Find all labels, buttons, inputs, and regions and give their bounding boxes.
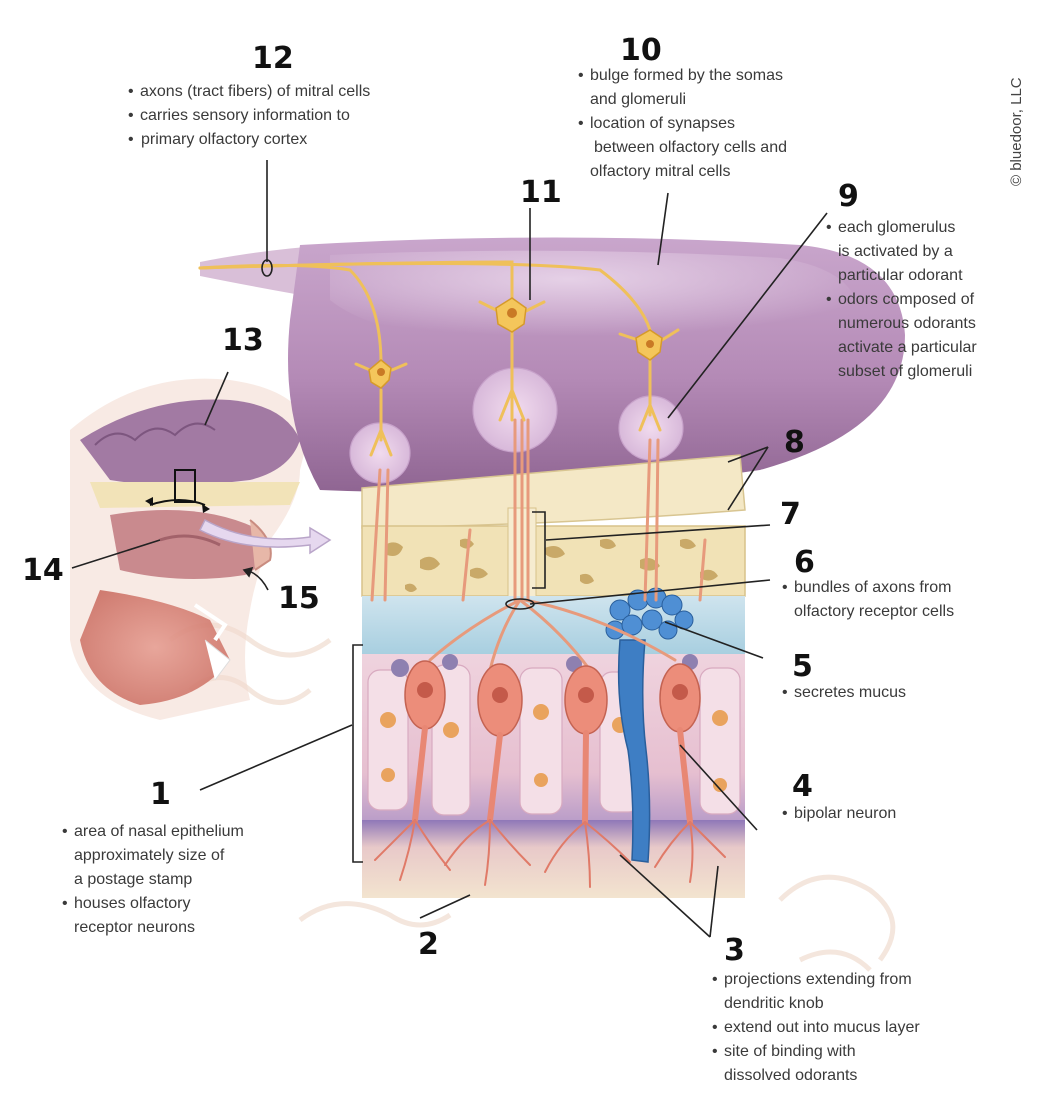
label-4-number: 4 — [792, 769, 813, 804]
mitral-cells — [198, 260, 680, 457]
label-13-number: 13 — [222, 323, 264, 358]
label-3-note: extend out into mucus layer — [712, 1016, 920, 1040]
label-9-number: 9 — [838, 179, 859, 214]
label-10-note-cont: olfactory mitral cells — [590, 163, 731, 180]
label-6-number: 6 — [794, 545, 815, 580]
label-10-note-cont: and glomeruli — [590, 91, 687, 108]
label-12-number: 12 — [252, 41, 294, 76]
label-9-note-cont: subset of glomeruli — [838, 363, 973, 380]
label-5-note: secretes mucus — [782, 681, 906, 705]
label-14-number: 14 — [22, 553, 64, 588]
label-2-number: 2 — [418, 927, 439, 962]
label-7-number: 7 — [780, 497, 801, 532]
label-3-note-cont: dendritic knob — [724, 995, 824, 1012]
label-5-number: 5 — [792, 649, 813, 684]
copyright-credit: © bluedoor, LLC — [1008, 77, 1025, 186]
label-1-note-cont: a postage stamp — [74, 871, 193, 888]
label-1-note: area of nasal epithelium — [62, 820, 244, 844]
olfactory-bulb — [288, 237, 905, 493]
label-3-notes: projections extending from dendritic kno… — [712, 968, 920, 1088]
label-1-note-cont: approximately size of — [74, 847, 225, 864]
label-8-number: 8 — [784, 425, 805, 460]
label-1-note: houses olfactory — [62, 892, 244, 916]
airflow-arrow — [198, 518, 332, 555]
label-10-number: 10 — [620, 33, 662, 68]
label-9-note-cont: is activated by a — [838, 243, 953, 260]
label-6-note: bundles of axons from — [782, 576, 954, 600]
glomeruli — [349, 367, 684, 484]
label-4-notes: bipolar neuron — [782, 802, 896, 826]
leader-lines — [71, 160, 828, 938]
label-4-note: bipolar neuron — [782, 802, 896, 826]
label-10-note: location of synapses — [578, 112, 787, 136]
label-9-note: each glomerulus — [826, 216, 977, 240]
label-12-note: carries sensory information to — [128, 104, 370, 128]
receptor-neurons — [374, 660, 726, 888]
label-3-number: 3 — [724, 933, 745, 968]
label-1-number: 1 — [150, 777, 171, 812]
epithelium-base — [362, 820, 745, 898]
label-11-number: 11 — [520, 175, 562, 210]
label-9-notes: each glomerulus is activated by a partic… — [826, 216, 977, 384]
label-6-notes: bundles of axons from olfactory receptor… — [782, 576, 954, 624]
label-12-note: axons (tract fibers) of mitral cells — [128, 80, 370, 104]
label-12-notes: axons (tract fibers) of mitral cells car… — [128, 80, 370, 152]
label-9-note-cont: activate a particular — [838, 339, 977, 356]
label-15-number: 15 — [278, 581, 320, 616]
label-3-note: site of binding with — [712, 1040, 920, 1064]
label-10-note-cont: between olfactory cells and — [594, 139, 787, 156]
receptor-axons — [370, 418, 707, 672]
label-3-note-cont: dissolved odorants — [724, 1067, 858, 1084]
label-1-note-cont: receptor neurons — [74, 919, 195, 936]
label-9-note-cont: numerous odorants — [838, 315, 976, 332]
label-5-notes: secretes mucus — [782, 681, 906, 705]
label-3-note: projections extending from — [712, 968, 920, 992]
label-1-notes: area of nasal epithelium approximately s… — [62, 820, 244, 940]
label-6-note-cont: olfactory receptor cells — [794, 603, 955, 620]
label-10-notes: bulge formed by the somas and glomeruli … — [578, 64, 787, 184]
label-9-note-cont: particular odorant — [838, 267, 963, 284]
label-9-note: odors composed of — [826, 288, 977, 312]
label-10-note: bulge formed by the somas — [578, 64, 787, 88]
head-section-inset — [70, 378, 310, 720]
label-12-note-cont: primary olfactory cortex — [128, 128, 370, 152]
